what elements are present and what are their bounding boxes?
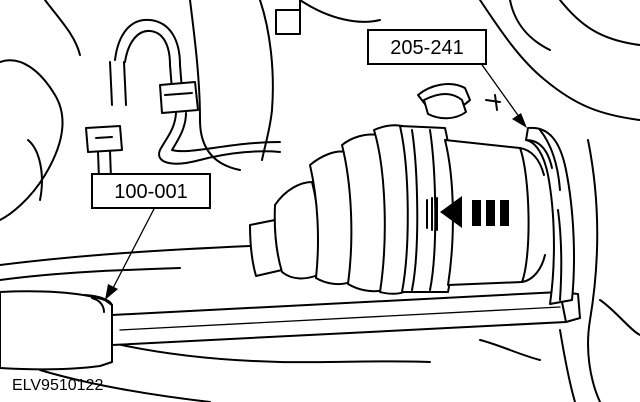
callout-tool-205-241: 205-241 (367, 29, 487, 65)
brake-line (109, 18, 281, 165)
callout-label-100-001: 100-001 (114, 181, 187, 203)
bracket-bolt (85, 93, 501, 206)
puller-collar (525, 126, 575, 305)
callout-label-205-241: 205-241 (390, 37, 463, 59)
cv-boot (249, 124, 411, 295)
axle-shaft (0, 290, 581, 371)
cv-joint-housing (399, 125, 546, 293)
callout-tool-100-001: 100-001 (91, 173, 211, 209)
leader-lines (105, 61, 527, 300)
figure-reference: ELV9510122 (12, 377, 103, 394)
